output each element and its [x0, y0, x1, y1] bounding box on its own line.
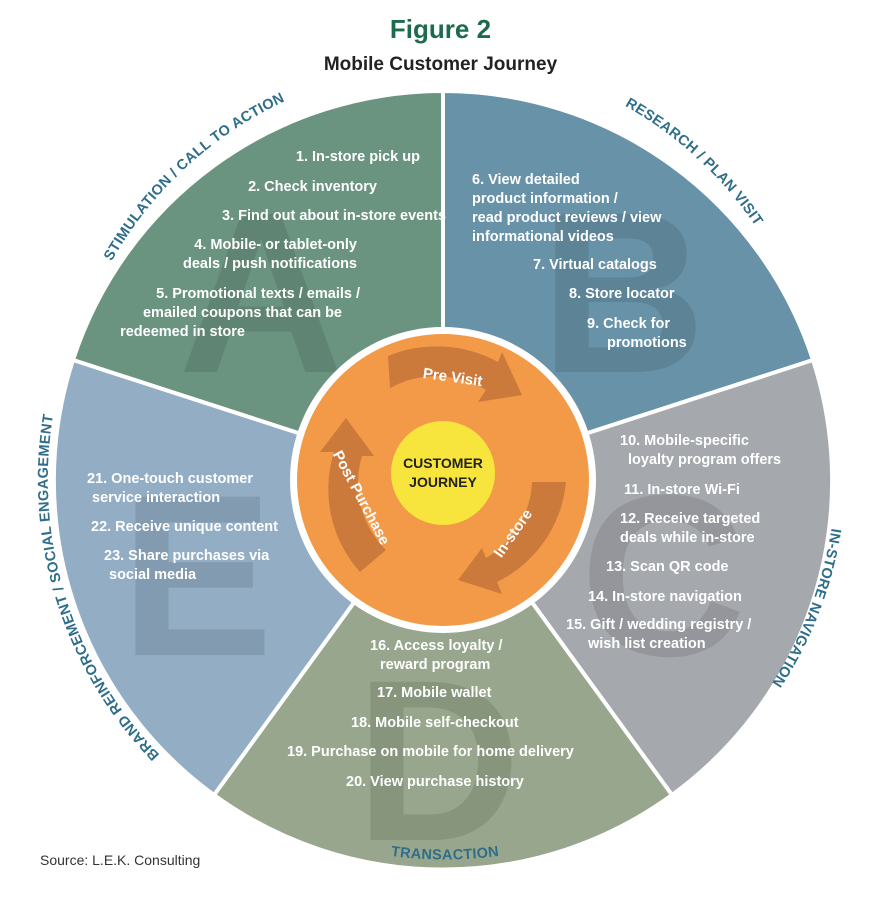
- journey-item-line: deals while in-store: [620, 530, 755, 546]
- letter-c: C: [580, 447, 746, 704]
- journey-item-line: 5. Promotional texts / emails /: [156, 286, 360, 302]
- journey-item-line: 15. Gift / wedding registry /: [566, 617, 751, 633]
- journey-item: 23. Share purchases via social media: [104, 548, 270, 583]
- journey-item-line: 4. Mobile- or tablet-only: [194, 237, 357, 253]
- journey-item-line: 22. Receive unique content: [91, 519, 278, 535]
- journey-item-line: 19. Purchase on mobile for home delivery: [287, 744, 574, 760]
- journey-item-line: 23. Share purchases via: [104, 548, 270, 564]
- journey-item-line: 21. One-touch customer: [87, 471, 253, 487]
- journey-item-line: read product reviews / view: [472, 210, 662, 226]
- journey-item-line: 13. Scan QR code: [606, 559, 729, 575]
- letter-a: A: [178, 164, 344, 421]
- figure-subtitle: Mobile Customer Journey: [323, 54, 558, 75]
- journey-item-line: loyalty program offers: [628, 452, 781, 468]
- arrow-in-store-shape: [458, 482, 566, 594]
- journey-item: 13. Scan QR code: [606, 559, 729, 575]
- figure-title: Figure 2: [389, 14, 492, 44]
- segment-letters: A B C D E: [120, 164, 746, 889]
- journey-item-line: emailed coupons that can be: [143, 305, 342, 321]
- segment-items: 1. In-store pick up 2. Check inventory 3. …: [87, 149, 781, 790]
- journey-item: 16. Access loyalty / reward program: [370, 638, 502, 673]
- journey-item-line: 20. View purchase history: [346, 774, 524, 790]
- letter-e: E: [120, 447, 273, 704]
- journey-item: 10. Mobile-specific loyalty program offer…: [620, 433, 781, 468]
- journey-item-line: product information /: [472, 191, 618, 207]
- journey-item-line: 1. In-store pick up: [296, 149, 420, 165]
- journey-item: 21. One-touch customer service interactio…: [87, 471, 253, 506]
- journey-item: 1. In-store pick up: [296, 149, 420, 165]
- journey-item: 22. Receive unique content: [91, 519, 278, 535]
- arrow-post-purchase-shape: [320, 418, 386, 572]
- journey-item-line: promotions: [607, 335, 687, 351]
- journey-hub: Pre Visit In-store Post Purchase CUSTOME…: [290, 327, 596, 633]
- journey-item-line: 11. In-store Wi-Fi: [624, 482, 740, 498]
- journey-item-line: deals / push notifications: [183, 256, 357, 272]
- journey-item: 14. In-store navigation: [588, 589, 742, 605]
- journey-item-line: reward program: [380, 657, 490, 673]
- segment-transaction: [211, 476, 675, 872]
- journey-item-line: informational videos: [472, 229, 614, 245]
- journey-item-line: 18. Mobile self-checkout: [351, 715, 519, 731]
- journey-item-line: wish list creation: [587, 636, 706, 652]
- journey-item: 6. View detailed product information / rea…: [472, 172, 662, 245]
- journey-item: 11. In-store Wi-Fi: [624, 482, 740, 498]
- journey-item-line: 8. Store locator: [569, 286, 675, 302]
- journey-item-line: 16. Access loyalty /: [370, 638, 502, 654]
- journey-item: 7. Virtual catalogs: [533, 257, 657, 273]
- letter-d: D: [355, 632, 521, 889]
- journey-item: 18. Mobile self-checkout: [351, 715, 519, 731]
- core-circle: [391, 421, 495, 525]
- arrow-pre-visit-shape: [388, 346, 522, 402]
- journey-item: 9. Check for promotions: [587, 316, 687, 351]
- journey-item-line: 6. View detailed: [472, 172, 580, 188]
- label-transaction: TRANSACTION: [390, 844, 500, 864]
- journey-item-line: social media: [109, 567, 197, 583]
- journey-item: 3. Find out about in-store events: [222, 208, 446, 224]
- journey-item-line: 9. Check for: [587, 316, 670, 332]
- journey-item-line: 3. Find out about in-store events: [222, 208, 446, 224]
- letter-b: B: [540, 164, 706, 421]
- journey-item: 20. View purchase history: [346, 774, 524, 790]
- journey-item-line: 2. Check inventory: [248, 179, 377, 195]
- journey-item-line: 17. Mobile wallet: [377, 685, 492, 701]
- journey-item: 19. Purchase on mobile for home delivery: [287, 744, 574, 760]
- journey-item-line: 10. Mobile-specific: [620, 433, 749, 449]
- center-label-line2: JOURNEY: [409, 474, 477, 490]
- journey-item: 15. Gift / wedding registry / wish list c…: [566, 617, 751, 652]
- journey-item: 12. Receive targeted deals while in-store: [620, 511, 760, 546]
- journey-item: 8. Store locator: [569, 286, 675, 302]
- source-note: Source: L.E.K. Consulting: [40, 852, 201, 868]
- journey-item-line: service interaction: [92, 490, 220, 506]
- journey-item-line: redeemed in store: [120, 324, 245, 340]
- journey-item-line: 7. Virtual catalogs: [533, 257, 657, 273]
- journey-item: 4. Mobile- or tablet-only deals / push no…: [183, 237, 357, 272]
- journey-item: 17. Mobile wallet: [377, 685, 492, 701]
- center-label-line1: CUSTOMER: [403, 455, 483, 471]
- journey-item-line: 12. Receive targeted: [620, 511, 760, 527]
- journey-item: 2. Check inventory: [248, 179, 377, 195]
- journey-item: 5. Promotional texts / emails / emailed c…: [120, 286, 360, 340]
- journey-item-line: 14. In-store navigation: [588, 589, 742, 605]
